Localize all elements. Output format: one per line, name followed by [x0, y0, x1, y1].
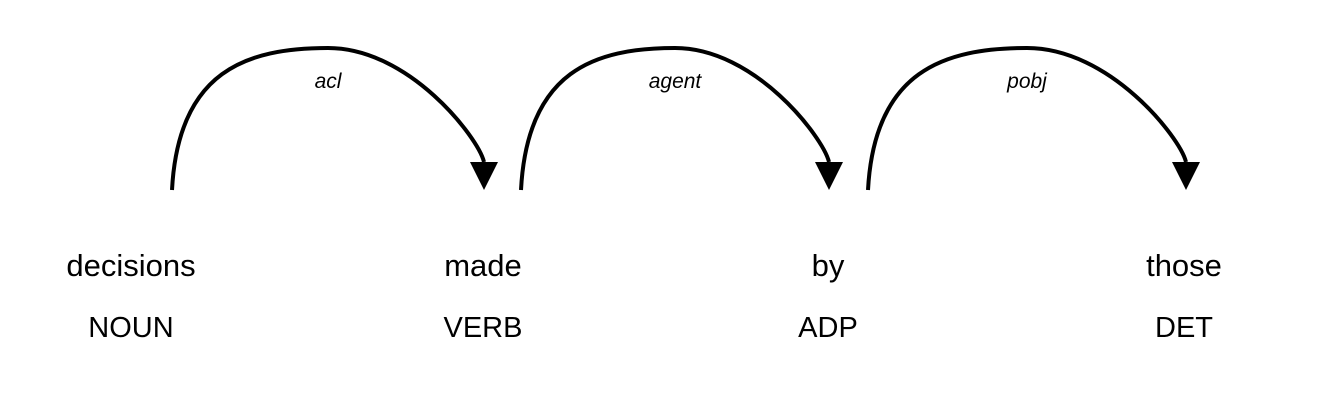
- arrow-head-icon: [1172, 162, 1200, 190]
- token-word: decisions: [66, 248, 195, 283]
- token-word: those: [1146, 248, 1222, 283]
- token-pos-tag: NOUN: [88, 312, 173, 344]
- arc-layer: acl agent pobj: [170, 45, 1200, 191]
- token-word: by: [812, 248, 845, 283]
- arc-curve: [866, 45, 1188, 191]
- arrow-head-icon: [815, 162, 843, 190]
- token-word: made: [444, 248, 522, 283]
- arc-label: agent: [649, 70, 703, 93]
- arc-label: pobj: [1006, 70, 1048, 93]
- arrow-head-icon: [470, 162, 498, 190]
- dependency-arc-pobj: pobj: [866, 45, 1200, 191]
- arc-curve: [519, 45, 831, 191]
- token-pos-tag: ADP: [798, 312, 858, 344]
- dependency-arc-acl: acl: [170, 45, 498, 191]
- dependency-arc-agent: agent: [519, 45, 843, 191]
- token-pos-tag: VERB: [444, 312, 523, 344]
- token-pos-tag: DET: [1155, 312, 1213, 344]
- arc-label: acl: [315, 70, 343, 93]
- arc-curve: [170, 45, 486, 191]
